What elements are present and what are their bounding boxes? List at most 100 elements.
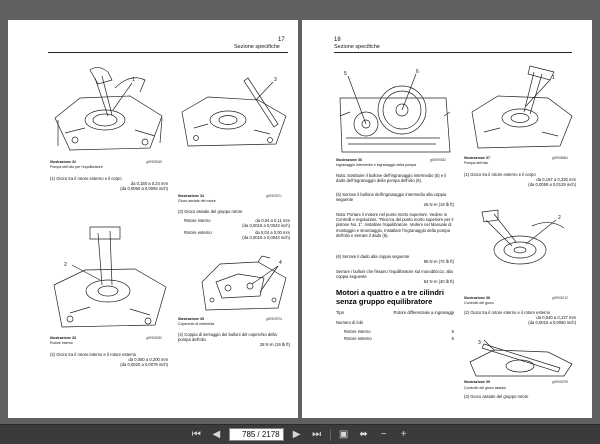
inner-lobes-label: Rotore interno <box>344 329 371 334</box>
fig37-title: Pompa dell'olio <box>464 161 489 165</box>
spec-item-6-value: 95 N·m (70 lb ft) <box>423 259 454 265</box>
total-pages: / 2178 <box>257 430 280 439</box>
inner-rotor-label: Rotore interno <box>184 218 211 223</box>
spec-item-4: (4) Coppia di serraggio dei bulloni del … <box>178 332 290 348</box>
fig33-label-text: Illustrazione 33 <box>50 336 76 340</box>
fig39-label-text: Illustrazione 39 <box>464 380 490 384</box>
spec-item-1: (1) Gioco tra il rotore esterno e il cor… <box>50 176 168 192</box>
fig36-label: Illustrazione 36 <box>336 158 362 162</box>
spec-item-7-value: da 0,157 a 0,330 mm <box>536 177 576 183</box>
spec-item-8-value: da 0,040 a 0,127 mm <box>536 315 576 321</box>
fig34-label: Illustrazione 34 <box>178 194 204 198</box>
spec-item-3-text: (3) Gioco assiale del gruppo rotore <box>178 209 243 214</box>
inner-rotor-value: da 0,04 a 0,11 mm <box>255 218 290 223</box>
zoom-in-icon[interactable]: + <box>400 429 407 440</box>
spec-outer-lobes: Rotore esterno 6 <box>344 336 454 341</box>
fig37-label: Illustrazione 37 <box>464 156 490 160</box>
spec-item-1-value: da 0,150 a 0,24 mm <box>130 181 168 187</box>
current-page-input[interactable] <box>233 430 256 439</box>
fig34-title: Gioco assiale del rotore <box>178 199 216 203</box>
first-page-icon[interactable]: ⏮ <box>191 429 201 440</box>
page-header: Sezione specifiche <box>234 44 280 50</box>
callout-6: 6 <box>416 69 419 75</box>
fig35-label-text: Illustrazione 35 <box>178 317 204 321</box>
outer-lobes-label: Rotore esterno <box>344 336 372 341</box>
figure-end-cover: 4 <box>201 255 287 311</box>
fig34-id: g00909371 <box>266 194 282 198</box>
spec-item-6-text: (6) Serrare il dado alla coppia seguente <box>336 254 410 259</box>
page-number: 17 <box>278 37 285 43</box>
fit-width-icon[interactable]: ⬌ <box>359 429 368 440</box>
figure-inner-rotor: 2 <box>53 226 167 328</box>
header-rule <box>48 52 288 53</box>
page-selector: / 2178 <box>229 428 284 441</box>
fig34-label-text: Illustrazione 34 <box>178 194 204 198</box>
fig32-id: g00909349 <box>146 160 162 164</box>
spec-item-5: (5) Serrare il bullone dell'ingranaggio … <box>336 192 454 208</box>
spec-item-2-value: da 0,050 a 0,200 mm <box>128 357 168 363</box>
callout-2: 2 <box>64 262 67 268</box>
figure-oil-pump: 1 <box>471 65 573 149</box>
viewer-toolbar: ⏮ ◀ / 2178 ▶ ⏭ ▣ ⬌ − + <box>0 424 600 444</box>
page-header: Sezione specifiche <box>334 44 380 50</box>
last-page-icon[interactable]: ⏭ <box>312 429 322 440</box>
fig32-title: Pompa dell'olio per l'equilibratore <box>50 165 103 169</box>
zoom-out-icon[interactable]: − <box>380 429 387 440</box>
spec-type: Tipo Rotore differenziale a ingranaggi <box>336 310 454 315</box>
callout-1: 1 <box>552 75 555 81</box>
type-value: Rotore differenziale a ingranaggi <box>393 310 454 315</box>
lobes-label: Numero di lobi <box>336 320 363 325</box>
fig38-title: Controllo del gioco <box>464 301 494 305</box>
spec-item-7-value-inch: (da 0,0059 a 0,0129 inch) <box>528 182 576 188</box>
figure-end-play-check: 3 <box>469 339 573 377</box>
figure-idler-gear: 6 5 <box>339 69 451 153</box>
spec-item-8-value-inch: (da 0,0015 a 0,0050 inch) <box>528 320 576 326</box>
fig37-label-text: Illustrazione 37 <box>464 156 490 160</box>
spec-item-1-text: (1) Gioco tra il rotore esterno e il cor… <box>50 176 122 181</box>
spec-item-9: (3) Gioco assiale del gruppo rotore <box>464 394 529 399</box>
fit-page-icon[interactable]: ▣ <box>338 429 349 440</box>
spec-inner-lobes: Rotore interno 5 <box>344 329 454 334</box>
fig35-title: Coperchio di estremità <box>178 322 214 326</box>
spec-item-3: (3) Gioco assiale del gruppo rotore <box>178 209 290 214</box>
toolbar-separator <box>329 428 331 441</box>
spec-item-5-text: (5) Serrare il bullone dell'ingranaggio … <box>336 192 447 203</box>
next-page-icon[interactable]: ▶ <box>292 429 301 440</box>
figure-rotor-end-play: 3 <box>181 77 287 147</box>
fig32-label: Illustrazione 32 <box>50 160 76 164</box>
prev-page-icon[interactable]: ◀ <box>212 429 221 440</box>
spec-item-2: (2) Gioco tra il rotore interno e il rot… <box>50 352 168 368</box>
note-top-dead-center: Nota: Portare il motore nel punto morto … <box>336 212 454 238</box>
outer-rotor-value: da 0,04 a 0,00 mm <box>255 230 290 235</box>
spec-item-4-value: 28 N·m (19 lb ft) <box>259 342 290 348</box>
page-17: 17 Sezione specifiche 1 Illustrazione 32… <box>8 20 298 418</box>
page-number: 18 <box>334 37 341 43</box>
figure-oil-pump-balancer: 1 <box>54 67 163 151</box>
para-balancer-bolts-text: Serrare i bulloni che fissano l'equilibr… <box>336 269 453 280</box>
outer-lobes-value: 6 <box>451 336 454 341</box>
fig39-title: Controllo del gioco assiale <box>464 386 506 390</box>
fig36-id: g00909383 <box>430 158 446 162</box>
spec-item-4-text: (4) Coppia di serraggio dei bulloni del … <box>178 332 277 343</box>
callout-3: 3 <box>478 340 481 346</box>
spec-item-8-text: (2) Gioco tra il rotore interno e il rot… <box>464 310 551 315</box>
figure-clearance-check: 2 <box>481 209 565 265</box>
spec-item-6: (6) Serrare il dado alla coppia seguente… <box>336 254 454 264</box>
fig37-id: g00908684 <box>552 156 568 160</box>
fig33-title: Rotore interno <box>50 341 73 345</box>
callout-3: 3 <box>274 77 277 83</box>
callout-2: 2 <box>558 215 561 221</box>
fig32-label-text: Illustrazione 32 <box>50 160 76 164</box>
fig39-id: g00908759 <box>552 380 568 384</box>
section-heading: Motori a quattro e a tre cilindri senza … <box>336 288 444 306</box>
inner-lobes-value: 5 <box>451 329 454 334</box>
type-label: Tipo <box>336 310 344 315</box>
note-replace-bolt: Nota: Sostituire il bullone dell'ingrana… <box>336 173 447 184</box>
fig35-label: Illustrazione 35 <box>178 317 204 321</box>
spec-item-7: (1) Gioco tra il rotore esterno e il cor… <box>464 172 576 188</box>
fig38-id: g00908712 <box>552 296 568 300</box>
spec-item-2-value-inch: (da 0,0020 a 0,0079 inch) <box>120 362 168 368</box>
